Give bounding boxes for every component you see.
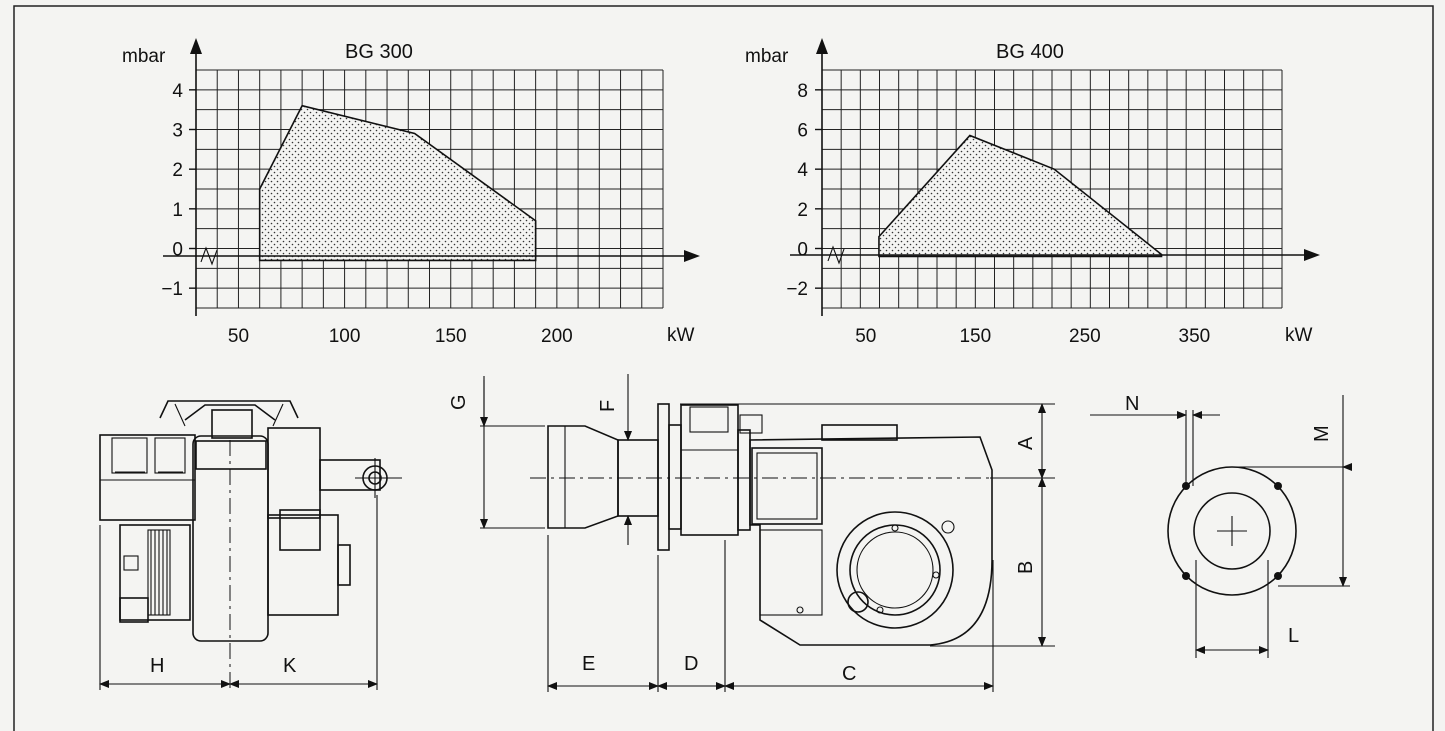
y-tick-label: 4 bbox=[172, 81, 183, 102]
chart-bg400-y-arrow bbox=[816, 38, 828, 54]
dim-label-a: A bbox=[1015, 436, 1037, 450]
dim-label-l: L bbox=[1288, 625, 1299, 647]
y-tick-label: 3 bbox=[172, 121, 183, 142]
y-tick-label: 1 bbox=[172, 200, 183, 221]
y-tick-label: 6 bbox=[797, 121, 808, 142]
y-tick-label: 0 bbox=[172, 240, 183, 261]
dim-label-k: K bbox=[283, 655, 297, 677]
chart-bg400-y-tick-labels: 8 6 4 2 0 −2 bbox=[786, 81, 822, 300]
y-tick-label: −1 bbox=[161, 279, 183, 300]
chart-bg400-ylabel: mbar bbox=[745, 46, 789, 67]
chart-bg400-xlabel: kW bbox=[1285, 325, 1313, 346]
x-tick-label: 50 bbox=[228, 326, 249, 347]
dim-label-e: E bbox=[582, 653, 595, 675]
y-tick-label: 2 bbox=[797, 200, 808, 221]
y-tick-label: 0 bbox=[797, 240, 808, 261]
chart-bg400-title: BG 400 bbox=[996, 41, 1064, 63]
chart-bg400-axis-break-icon bbox=[827, 245, 845, 265]
y-tick-label: 8 bbox=[797, 81, 808, 102]
chart-bg300-x-arrow bbox=[684, 250, 700, 262]
chart-bg300-y-tick-labels: 4 3 2 1 0 −1 bbox=[161, 81, 196, 300]
dim-label-g: G bbox=[448, 394, 470, 410]
chart-bg400-x-arrow bbox=[1304, 249, 1320, 261]
chart-bg400: BG 400 mbar kW 8 6 4 2 0 −2 50 150 250 350 bbox=[745, 38, 1320, 347]
chart-bg300-title: BG 300 bbox=[345, 41, 413, 63]
dim-label-d: D bbox=[684, 653, 698, 675]
chart-bg300-xlabel: kW bbox=[667, 325, 695, 346]
burner-front-view: G F A B E D C bbox=[448, 374, 1055, 692]
chart-bg300-x-tick-labels: 50 100 150 200 bbox=[228, 326, 573, 347]
y-tick-label: 4 bbox=[797, 160, 808, 181]
x-tick-label: 100 bbox=[329, 326, 361, 347]
chart-bg400-x-tick-labels: 50 150 250 350 bbox=[855, 326, 1210, 347]
dim-label-m: M bbox=[1311, 425, 1333, 442]
chart-bg300: BG 300 mbar kW 4 3 2 1 0 −1 50 100 150 200 bbox=[122, 38, 700, 347]
y-tick-label: −2 bbox=[786, 279, 808, 300]
chart-bg400-area bbox=[878, 134, 1163, 258]
x-tick-label: 350 bbox=[1179, 326, 1211, 347]
chart-bg300-axis-break-icon bbox=[200, 246, 218, 266]
flange-view: N M L bbox=[1090, 393, 1350, 658]
dim-label-h: H bbox=[150, 655, 164, 677]
burner-side-view: H K bbox=[99, 400, 402, 690]
y-tick-label: 2 bbox=[172, 160, 183, 181]
chart-bg300-y-arrow bbox=[190, 38, 202, 54]
chart-bg300-ylabel: mbar bbox=[122, 46, 166, 67]
x-tick-label: 250 bbox=[1069, 326, 1101, 347]
dim-label-f: F bbox=[597, 400, 619, 412]
chart-bg300-area bbox=[258, 104, 537, 262]
dim-label-b: B bbox=[1015, 561, 1037, 574]
dim-label-n: N bbox=[1125, 393, 1139, 415]
x-tick-label: 150 bbox=[435, 326, 467, 347]
x-tick-label: 50 bbox=[855, 326, 876, 347]
page-border bbox=[13, 5, 1434, 731]
dim-label-c: C bbox=[842, 663, 856, 685]
x-tick-label: 200 bbox=[541, 326, 573, 347]
x-tick-label: 150 bbox=[959, 326, 991, 347]
